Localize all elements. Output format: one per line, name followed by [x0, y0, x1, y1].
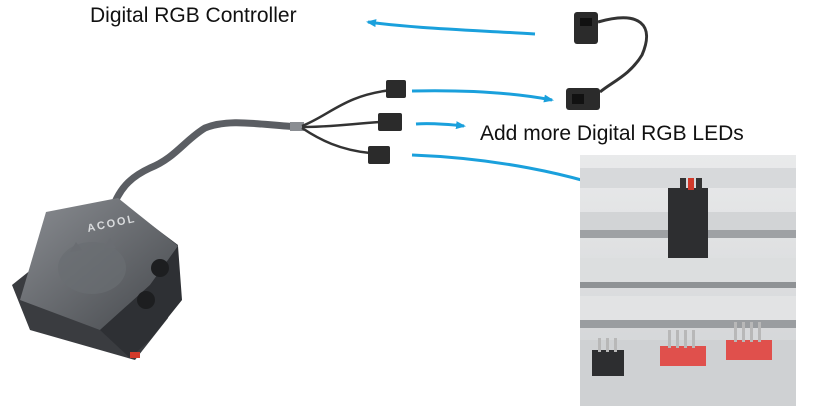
pin-header-black — [592, 338, 624, 376]
controller-plug — [566, 12, 648, 110]
device-accent — [130, 352, 140, 358]
motherboard-photo — [580, 155, 796, 406]
rgb-device: ACOOL — [12, 119, 304, 360]
controller-connector-top — [574, 12, 598, 44]
dimm-rail-slot — [580, 282, 796, 288]
pin-header-red — [660, 330, 706, 366]
dimm-rail — [580, 258, 796, 286]
device-port-icon — [151, 259, 169, 277]
splitter-connector-2 — [378, 113, 402, 131]
dimm-rail-slot — [580, 320, 796, 328]
add-leds-label: Add more Digital RGB LEDs — [480, 122, 744, 145]
controller-cable — [597, 16, 648, 94]
bear-logo-icon — [58, 242, 126, 294]
arrow-to-controller-icon — [411, 89, 554, 103]
splitter-branch-top — [301, 88, 393, 128]
arrow-to-controller-label-icon — [366, 19, 536, 36]
device-cable — [108, 119, 304, 214]
splitter-connector-3 — [368, 146, 390, 164]
splitter-branch-mid — [301, 120, 381, 129]
bear-ear-icon — [70, 238, 116, 252]
splitter-junction — [290, 122, 304, 131]
splitter-branch-bottom — [301, 126, 371, 155]
controller-label: Digital RGB Controller — [90, 4, 297, 27]
splitter-connector-1 — [386, 80, 406, 98]
plugged-connector — [668, 188, 708, 258]
arrow-to-leds-label-icon — [415, 121, 466, 130]
device-port-icon — [137, 291, 155, 309]
splitter-cable — [290, 80, 406, 164]
pin-header-red — [726, 322, 772, 360]
